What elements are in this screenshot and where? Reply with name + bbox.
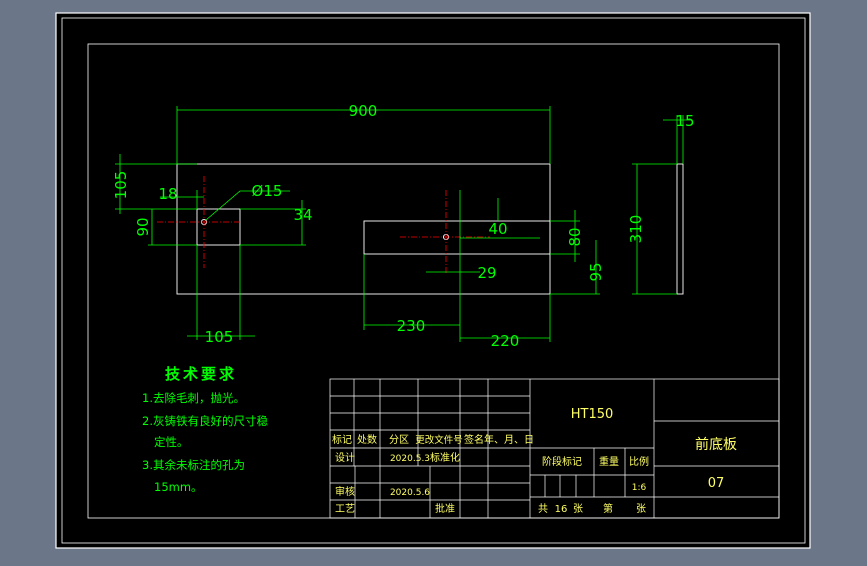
notes-line-4: 3.其余未标注的孔为 bbox=[142, 458, 245, 472]
tb-scale-value: 1:6 bbox=[632, 483, 647, 493]
tb-material: HT150 bbox=[571, 407, 614, 422]
tb-rev-doc: 更改文件号 bbox=[415, 434, 463, 446]
dimension-texts: 900 105 18 Ø15 34 90 105 40 80 29 95 230… bbox=[112, 102, 695, 350]
dim-105h-text: 105 bbox=[205, 328, 234, 346]
dim-95-text: 95 bbox=[587, 262, 605, 281]
tb-rev-sign: 签名 bbox=[464, 433, 484, 446]
dim-90-text: 90 bbox=[134, 217, 152, 236]
notes-line-3: 定性。 bbox=[154, 435, 189, 449]
tb-total: 共 bbox=[538, 503, 548, 515]
tb-weight: 重量 bbox=[599, 455, 619, 468]
tb-sheet-unit: 张 bbox=[573, 503, 583, 515]
notes-heading: 技术要求 bbox=[165, 365, 237, 383]
tb-page: 第 bbox=[603, 502, 613, 515]
title-block bbox=[329, 378, 780, 519]
tb-process: 工艺 bbox=[335, 503, 355, 515]
notes-line-5: 15mm。 bbox=[154, 480, 203, 494]
dim-220-text: 220 bbox=[491, 332, 520, 350]
tb-scale: 比例 bbox=[629, 455, 649, 468]
dim-900-text: 900 bbox=[349, 102, 378, 120]
dim-40-text: 40 bbox=[488, 220, 507, 238]
title-block-text: HT150 前底板 07 标记 处数 分区 更改文件号 签名 年、月、日 设计 … bbox=[332, 407, 737, 515]
dim-105v-text: 105 bbox=[112, 171, 130, 200]
sheet-outer-border bbox=[61, 17, 806, 544]
tb-rev-date: 年、月、日 bbox=[484, 433, 534, 446]
tb-design-date: 2020.5.3 bbox=[390, 454, 430, 464]
tb-total-count: 16 bbox=[555, 504, 568, 515]
tb-design: 设计 bbox=[335, 451, 355, 464]
tb-review: 审核 bbox=[335, 485, 355, 498]
tb-stage-mark: 阶段标记 bbox=[542, 455, 582, 468]
dim-18-text: 18 bbox=[158, 185, 177, 203]
tb-page-unit: 张 bbox=[636, 503, 646, 515]
notes-line-2: 2.灰铸铁有良好的尺寸稳 bbox=[142, 414, 268, 428]
centerlines bbox=[157, 176, 490, 275]
dim-230-text: 230 bbox=[397, 317, 426, 335]
dim-15-text: 15 bbox=[675, 112, 694, 130]
title-block-outline bbox=[329, 378, 780, 519]
dim-dia-text: Ø15 bbox=[252, 182, 283, 200]
tb-rev-zone: 分区 bbox=[389, 434, 409, 446]
dim-80-text: 80 bbox=[566, 227, 584, 246]
side-outline bbox=[676, 163, 684, 295]
slot-right bbox=[363, 220, 551, 255]
dim-29-text: 29 bbox=[477, 264, 496, 282]
tb-approve: 批准 bbox=[435, 502, 455, 515]
notes-line-1: 1.去除毛刺，抛光。 bbox=[142, 391, 245, 405]
tb-standardize: 标准化 bbox=[430, 451, 460, 464]
tb-rev-mark: 标记 bbox=[332, 434, 352, 446]
tb-drawing-no: 07 bbox=[708, 476, 725, 491]
tb-review-date: 2020.5.6 bbox=[390, 488, 430, 498]
dimension-lines bbox=[115, 106, 692, 342]
drawing-sheet bbox=[55, 12, 811, 549]
side-view bbox=[676, 163, 684, 295]
dim-310-text: 310 bbox=[627, 215, 645, 244]
technical-notes: 技术要求 1.去除毛刺，抛光。 2.灰铸铁有良好的尺寸稳 定性。 3.其余未标注… bbox=[142, 365, 268, 494]
dim-dia-leader bbox=[205, 190, 290, 221]
dim-34-text: 34 bbox=[293, 206, 312, 224]
tb-rev-count: 处数 bbox=[357, 433, 377, 446]
tb-part-name: 前底板 bbox=[695, 436, 737, 453]
